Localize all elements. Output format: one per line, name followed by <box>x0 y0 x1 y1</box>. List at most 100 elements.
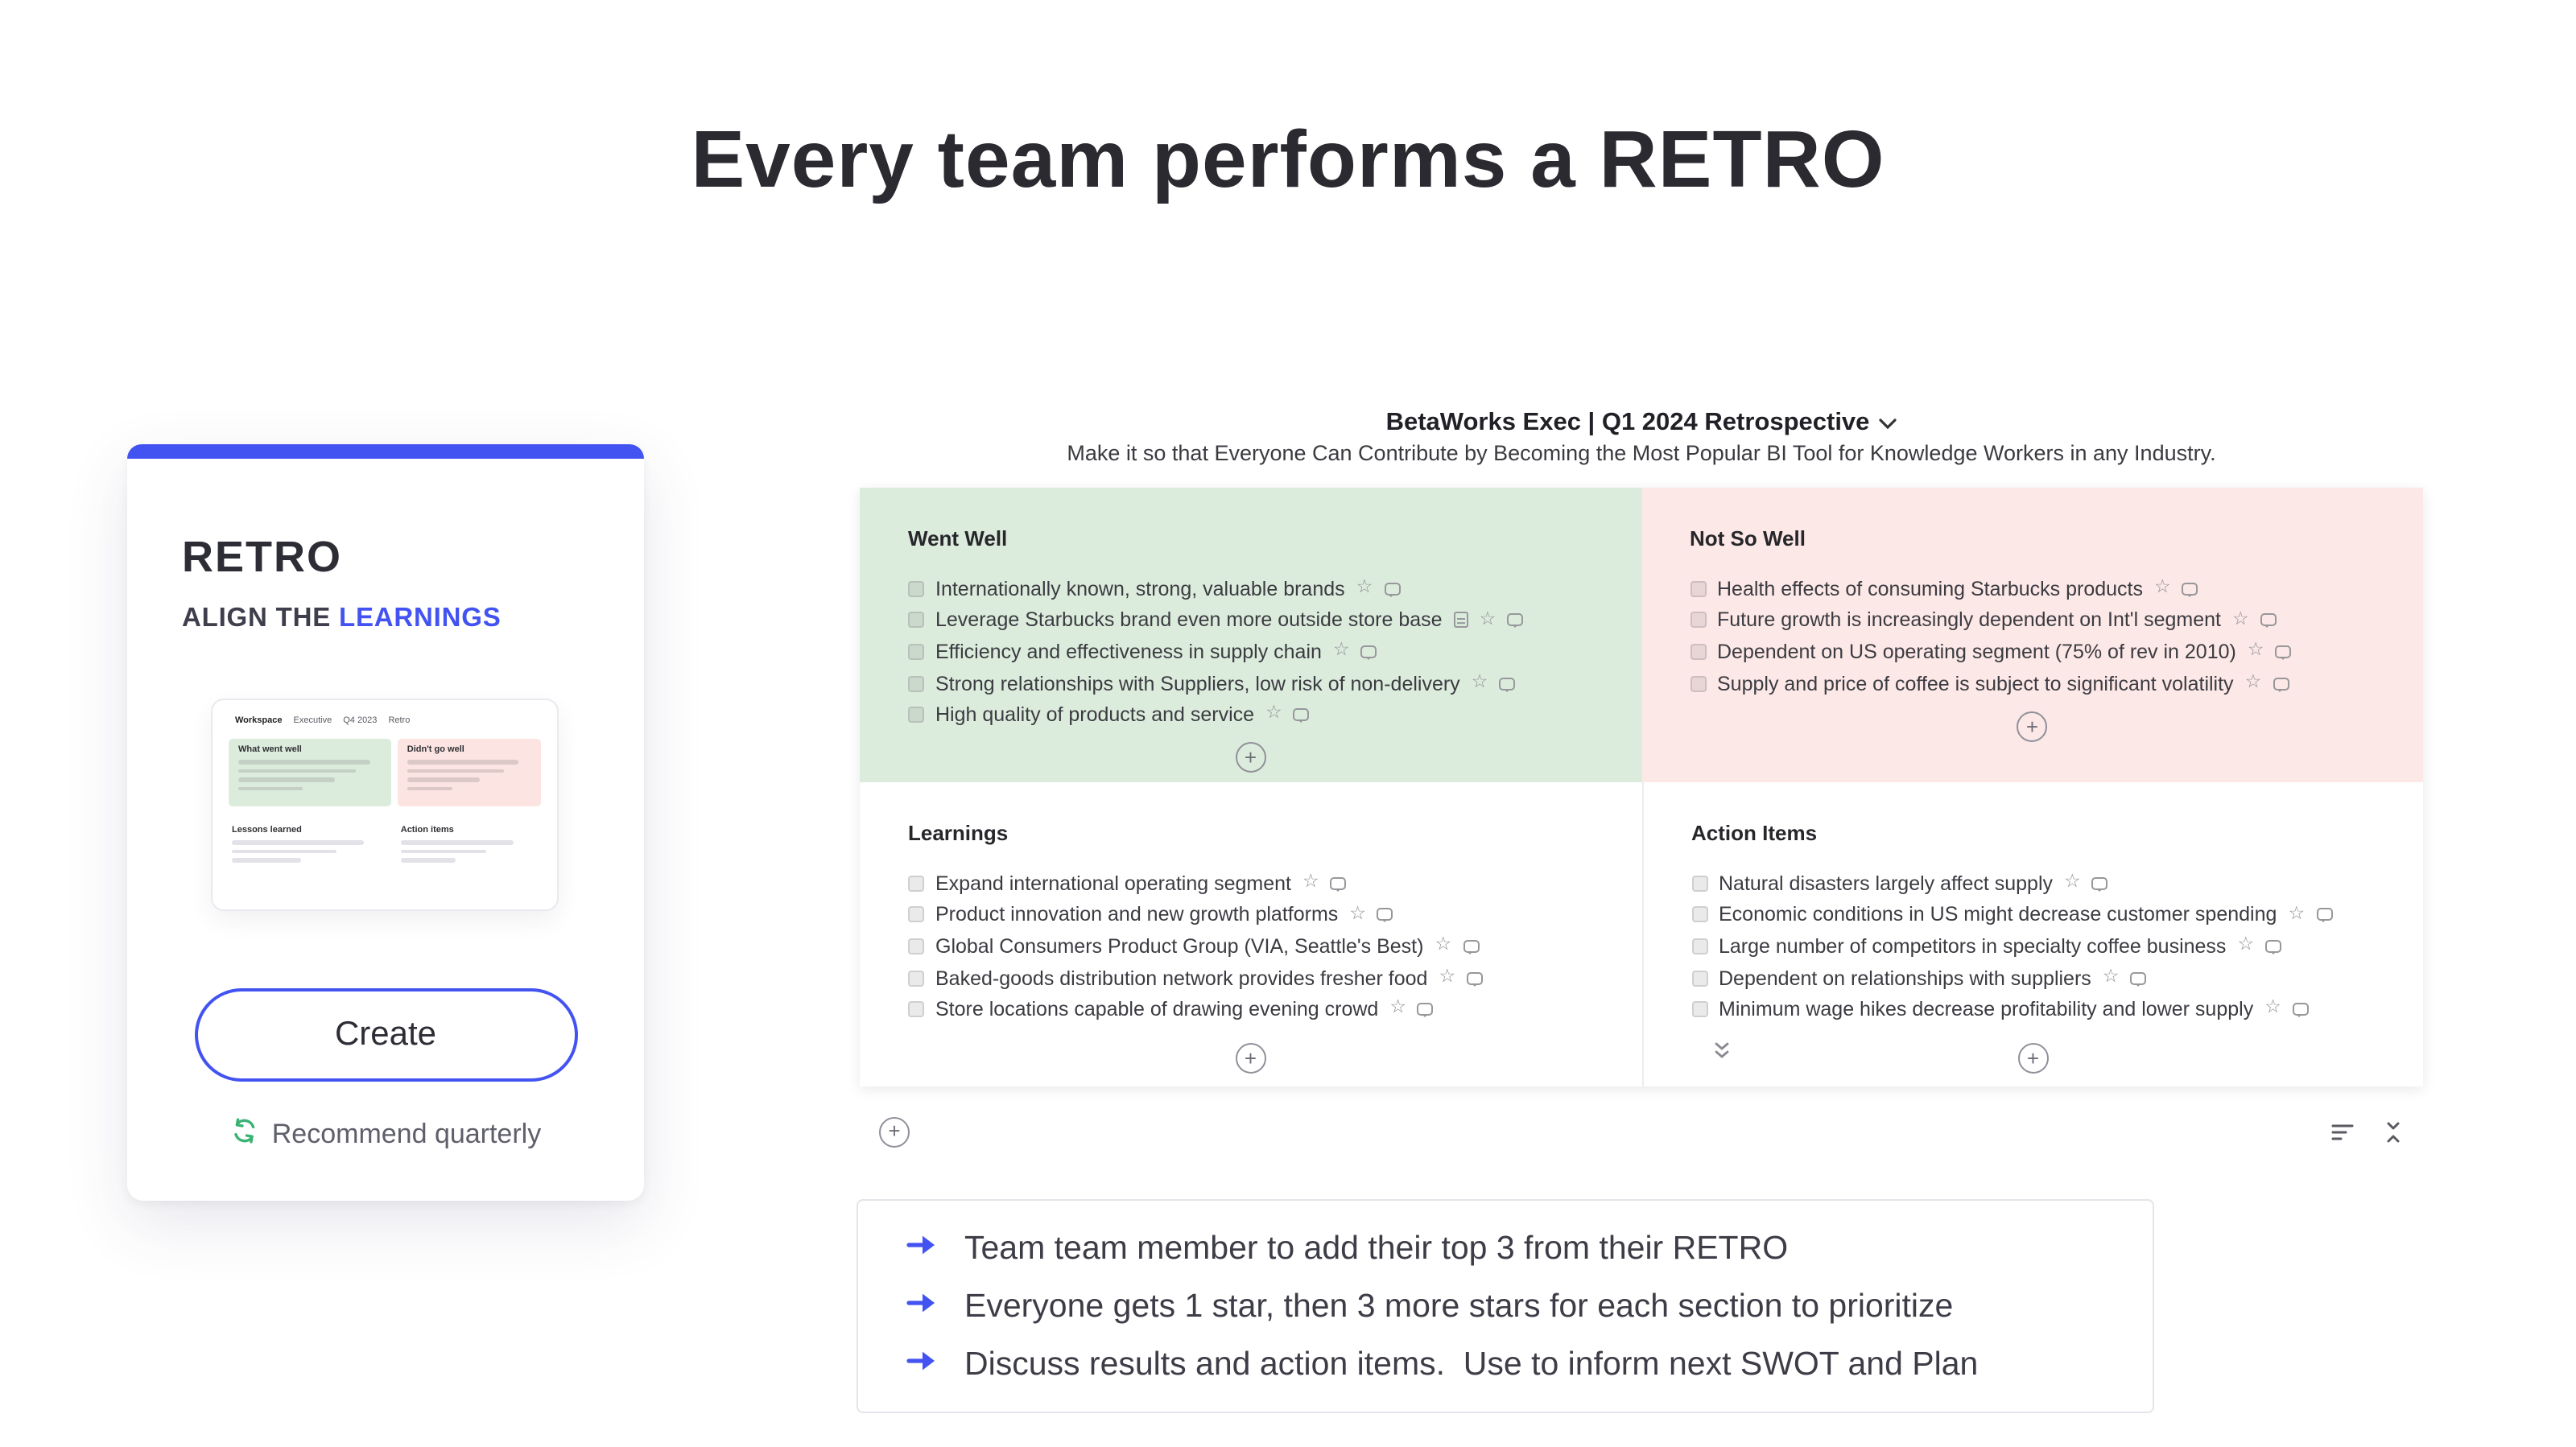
board-item[interactable]: Health effects of consuming Starbucks pr… <box>1690 573 2384 604</box>
thumbnail-line <box>407 769 505 773</box>
item-checkbox[interactable] <box>908 643 924 660</box>
star-icon[interactable]: ☆ <box>1332 641 1350 661</box>
star-icon[interactable]: ☆ <box>2064 872 2081 893</box>
item-checkbox[interactable] <box>908 580 924 597</box>
item-checkbox[interactable] <box>908 612 924 629</box>
item-checkbox[interactable] <box>908 707 924 724</box>
item-checkbox[interactable] <box>1690 612 1706 629</box>
board-item[interactable]: Economic conditions in US might decrease… <box>1691 899 2384 930</box>
star-icon[interactable]: ☆ <box>1389 998 1406 1018</box>
board-item[interactable]: Internationally known, strong, valuable … <box>908 573 1603 604</box>
sort-icon[interactable] <box>2331 1121 2355 1142</box>
note-icon <box>1453 612 1468 629</box>
star-icon[interactable]: ☆ <box>1302 872 1319 893</box>
comment-icon[interactable] <box>2182 582 2198 597</box>
item-text: Strong relationships with Suppliers, low… <box>935 672 1460 695</box>
board-item[interactable]: Large number of competitors in specialty… <box>1691 930 2384 962</box>
comment-icon[interactable] <box>1499 677 1516 692</box>
show-more-chevron-icon[interactable] <box>1711 1040 1732 1069</box>
comment-icon[interactable] <box>2265 939 2282 954</box>
item-checkbox[interactable] <box>908 938 924 954</box>
star-icon[interactable]: ☆ <box>2154 578 2171 598</box>
arrow-right-icon <box>906 1349 939 1381</box>
card-accent-bar <box>127 444 644 459</box>
collapse-icon[interactable] <box>2383 1119 2404 1144</box>
item-text: Large number of competitors in specialty… <box>1719 934 2227 958</box>
comment-icon[interactable] <box>1384 582 1401 597</box>
comment-icon[interactable] <box>2275 645 2292 660</box>
star-icon[interactable]: ☆ <box>2288 904 2306 924</box>
comment-icon[interactable] <box>1360 645 1377 660</box>
thumbnail-line <box>238 786 303 790</box>
star-icon[interactable]: ☆ <box>2244 672 2262 692</box>
comment-icon[interactable] <box>1507 613 1524 629</box>
comment-icon[interactable] <box>1293 708 1310 724</box>
item-checkbox[interactable] <box>1691 1001 1707 1018</box>
item-text: Economic conditions in US might decrease… <box>1719 903 2277 926</box>
star-icon[interactable]: ☆ <box>1471 672 1488 692</box>
item-checkbox[interactable] <box>1690 643 1706 660</box>
board-item[interactable]: Strong relationships with Suppliers, low… <box>908 668 1603 699</box>
add-item-button[interactable]: + <box>1235 1043 1266 1074</box>
quadrant-items: Natural disasters largely affect supply … <box>1691 868 2384 1025</box>
item-checkbox[interactable] <box>908 1001 924 1018</box>
comment-icon[interactable] <box>1467 971 1484 987</box>
board-item[interactable]: Supply and price of coffee is subject to… <box>1690 668 2384 699</box>
item-checkbox[interactable] <box>908 875 924 892</box>
board-item[interactable]: Baked-goods distribution network provide… <box>908 963 1603 994</box>
item-checkbox[interactable] <box>1691 970 1707 987</box>
comment-icon[interactable] <box>2260 613 2277 629</box>
star-icon[interactable]: ☆ <box>2264 998 2281 1018</box>
comment-icon[interactable] <box>2292 1003 2309 1018</box>
board-item[interactable]: Store locations capable of drawing eveni… <box>908 994 1603 1025</box>
comment-icon[interactable] <box>1417 1003 1434 1018</box>
board-item[interactable]: Leverage Starbucks brand even more outsi… <box>908 604 1603 636</box>
comment-icon[interactable] <box>1463 939 1480 954</box>
create-button[interactable]: Create <box>194 988 577 1082</box>
quadrant-items: Internationally known, strong, valuable … <box>908 573 1603 731</box>
board-item[interactable]: Dependent on US operating segment (75% o… <box>1690 636 2384 667</box>
add-item-button[interactable]: + <box>2017 1043 2049 1074</box>
star-icon[interactable]: ☆ <box>2247 641 2264 661</box>
board-item[interactable]: Future growth is increasingly dependent … <box>1690 604 2384 636</box>
star-icon[interactable]: ☆ <box>1479 609 1496 629</box>
item-checkbox[interactable] <box>908 675 924 692</box>
item-checkbox[interactable] <box>1691 906 1707 923</box>
star-icon[interactable]: ☆ <box>2231 609 2249 629</box>
comment-icon[interactable] <box>2316 908 2333 923</box>
board-item[interactable]: Natural disasters largely affect supply … <box>1691 868 2384 899</box>
comment-icon[interactable] <box>2273 677 2289 692</box>
add-section-button[interactable]: + <box>879 1116 910 1147</box>
star-icon[interactable]: ☆ <box>2102 967 2120 987</box>
thumbnail-line <box>400 858 456 862</box>
item-checkbox[interactable] <box>908 970 924 987</box>
add-item-button[interactable]: + <box>2017 711 2048 742</box>
comment-icon[interactable] <box>1377 908 1393 923</box>
board-title[interactable]: BetaWorks Exec | Q1 2024 Retrospective <box>860 409 2423 438</box>
board-item[interactable]: Minimum wage hikes decrease profitabilit… <box>1691 994 2384 1025</box>
board-item[interactable]: High quality of products and service ☆ <box>908 699 1603 731</box>
comment-icon[interactable] <box>2091 876 2108 892</box>
add-item-button[interactable]: + <box>1235 742 1266 773</box>
star-icon[interactable]: ☆ <box>1435 935 1452 955</box>
chevron-down-icon[interactable] <box>1869 409 1897 436</box>
item-checkbox[interactable] <box>908 906 924 923</box>
item-checkbox[interactable] <box>1690 580 1706 597</box>
item-checkbox[interactable] <box>1691 938 1707 954</box>
star-icon[interactable]: ☆ <box>1349 904 1366 924</box>
board-item[interactable]: Global Consumers Product Group (VIA, Sea… <box>908 930 1603 962</box>
star-icon[interactable]: ☆ <box>1265 703 1282 724</box>
board-item[interactable]: Dependent on relationships with supplier… <box>1691 963 2384 994</box>
item-checkbox[interactable] <box>1690 675 1706 692</box>
star-icon[interactable]: ☆ <box>1439 967 1456 987</box>
board-item[interactable]: Product innovation and new growth platfo… <box>908 899 1603 930</box>
board-item[interactable]: Expand international operating segment ☆ <box>908 868 1603 899</box>
board-item[interactable]: Efficiency and effectiveness in supply c… <box>908 636 1603 667</box>
star-icon[interactable]: ☆ <box>2237 935 2255 955</box>
page-title: Every team performs a RETRO <box>691 114 1885 204</box>
comment-icon[interactable] <box>2130 971 2147 987</box>
item-checkbox[interactable] <box>1691 875 1707 892</box>
thumbnail-line <box>238 769 356 773</box>
comment-icon[interactable] <box>1330 876 1347 892</box>
star-icon[interactable]: ☆ <box>1356 578 1373 598</box>
